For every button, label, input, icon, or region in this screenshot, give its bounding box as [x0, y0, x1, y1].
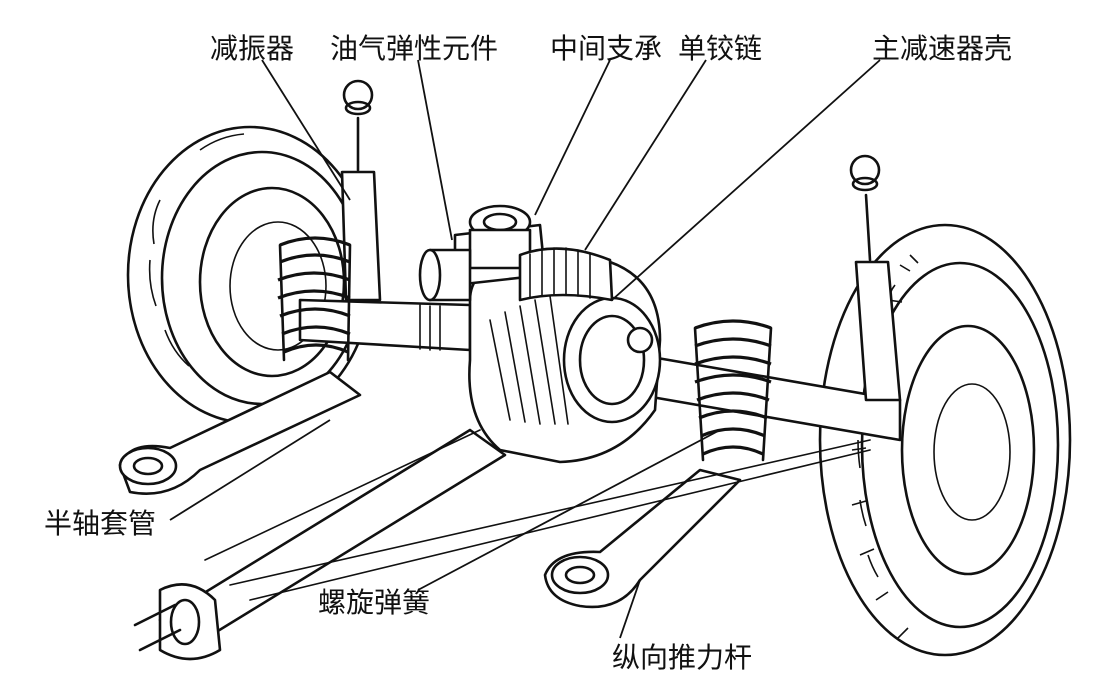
leader-lines	[169, 59, 881, 639]
right-trailing-arm	[543, 468, 742, 609]
propeller-shaft	[133, 428, 871, 661]
axle-housing	[298, 298, 902, 442]
label-shock-absorber: 减振器	[210, 32, 294, 65]
label-axle-housing: 半轴套管	[44, 507, 156, 540]
single-joint-bellows	[518, 247, 614, 302]
label-single-joint: 单铰链	[678, 32, 762, 65]
right-shock-absorber	[849, 154, 902, 402]
right-coil-spring	[693, 319, 773, 462]
label-coil-spring: 螺旋弹簧	[318, 586, 430, 619]
label-trailing-arm: 纵向推力杆	[612, 641, 752, 674]
left-coil-spring	[277, 236, 352, 362]
label-final-drive-housing: 主减速器壳	[872, 32, 1012, 65]
hydropneumatic-cylinder	[418, 248, 472, 302]
label-center-bearing: 中间支承	[550, 32, 662, 65]
final-drive-housing	[468, 253, 662, 464]
left-trailing-arm	[118, 370, 362, 495]
left-shock-absorber	[340, 79, 382, 302]
label-hydropneumatic-element: 油气弹性元件	[330, 32, 498, 65]
